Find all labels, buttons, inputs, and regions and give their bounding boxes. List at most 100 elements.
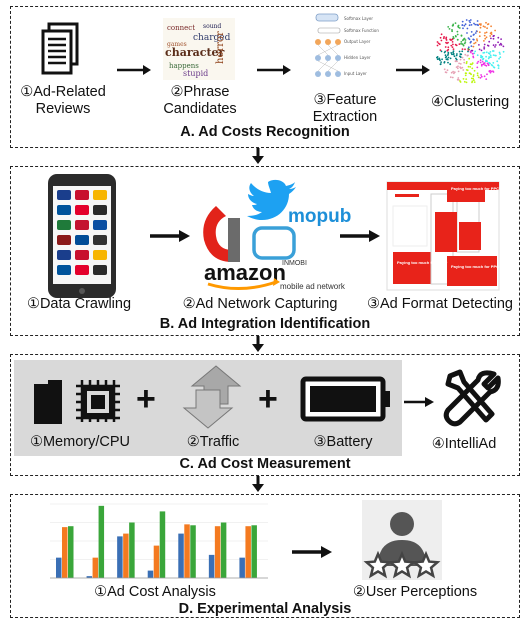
- cluster-dot: [476, 39, 479, 42]
- cluster-dot: [452, 70, 454, 73]
- cluster-dot: [486, 44, 489, 47]
- cluster-dot: [464, 41, 467, 43]
- cluster-dot: [475, 30, 478, 32]
- down-arrow-bc: [251, 336, 265, 352]
- app-icon: [57, 190, 71, 200]
- cluster-dot: [452, 50, 455, 52]
- nn-layer-label: Softmax Function: [344, 28, 379, 33]
- chart-bar: [208, 554, 215, 578]
- cluster-dot: [442, 37, 445, 40]
- app-icon: [75, 235, 89, 245]
- cluster-dot: [472, 45, 475, 48]
- cluster-dot: [443, 61, 446, 64]
- cluster-dot: [479, 61, 482, 64]
- cluster-dot: [474, 41, 477, 44]
- cluster-dot: [449, 63, 452, 65]
- cluster-dot: [447, 56, 450, 59]
- cluster-dot: [485, 36, 488, 39]
- cluster-dot: [486, 23, 489, 26]
- cluster-dot: [458, 50, 461, 53]
- cluster-dot: [497, 41, 499, 44]
- cluster-dot: [470, 24, 473, 26]
- cluster-dot: [477, 76, 480, 79]
- cluster-dot: [446, 54, 449, 56]
- cluster-dot: [445, 58, 448, 61]
- cluster-dot: [489, 32, 492, 35]
- cluster-dot: [461, 66, 464, 69]
- cluster-dot: [468, 57, 471, 60]
- cluster-dot: [437, 42, 440, 45]
- document-stack-icon: [40, 22, 80, 78]
- cluster-dot: [474, 50, 477, 53]
- cluster-dot: [478, 44, 480, 46]
- down-arrow-ab: [251, 148, 265, 164]
- twitter-bird-icon: [247, 179, 296, 220]
- chart-bar: [184, 524, 190, 578]
- cluster-dot: [494, 46, 496, 48]
- arrow-b1: [150, 229, 190, 243]
- chart-bar: [62, 527, 68, 578]
- cluster-dot: [476, 72, 479, 75]
- cluster-dot: [496, 60, 499, 63]
- cluster-dot: [457, 65, 459, 68]
- cluster-dot: [470, 45, 473, 47]
- arrow-a2: [257, 64, 291, 76]
- cluster-dot: [453, 72, 455, 75]
- cluster-dot: [494, 44, 497, 46]
- cluster-dot: [463, 61, 466, 64]
- cluster-dot: [449, 76, 452, 79]
- app-icon: [93, 205, 107, 215]
- cluster-dot: [483, 43, 486, 46]
- cluster-dot: [461, 20, 464, 23]
- cluster-dot: [497, 36, 500, 39]
- wordcloud-word: charged: [193, 33, 231, 43]
- cluster-dot: [457, 77, 460, 79]
- cluster-dot: [456, 67, 459, 70]
- cluster-dot: [485, 55, 487, 58]
- ad-formats-icon: Paying too much for PPC? Paying too much…: [385, 176, 503, 294]
- cluster-dot: [453, 55, 456, 58]
- cluster-dot: [439, 49, 442, 51]
- cluster-dot: [459, 55, 461, 58]
- chart-bar: [159, 511, 166, 578]
- cluster-dot: [456, 53, 458, 55]
- cluster-dot: [470, 77, 473, 80]
- cluster-dot: [488, 70, 491, 72]
- cluster-dot: [460, 34, 463, 37]
- cluster-dot: [472, 55, 475, 58]
- cluster-dot: [485, 31, 488, 34]
- cluster-dot: [492, 44, 495, 47]
- cluster-dot: [471, 49, 474, 52]
- cluster-dot: [464, 39, 467, 41]
- cluster-dot: [461, 48, 464, 50]
- cluster-dot: [457, 70, 460, 73]
- cluster-dot: [498, 44, 501, 46]
- cluster-dot: [436, 44, 439, 47]
- cluster-dot: [489, 71, 492, 74]
- section-c-title: C. Ad Cost Measurement: [179, 456, 351, 472]
- smartphone-apps-icon: [45, 172, 119, 300]
- cluster-dot: [455, 57, 457, 60]
- cluster-dot: [489, 35, 492, 37]
- cluster-dot: [466, 54, 469, 57]
- cluster-dot: [441, 58, 443, 61]
- cluster-dot: [452, 51, 454, 54]
- cluster-dot: [486, 27, 488, 30]
- wordcloud-word: stupid: [183, 69, 208, 78]
- cluster-dot: [469, 19, 472, 21]
- cluster-dot: [447, 61, 449, 64]
- arrow-d1: [292, 545, 332, 559]
- cluster-dot: [454, 60, 457, 62]
- battery-icon: [300, 376, 392, 422]
- cluster-dot: [482, 25, 485, 28]
- app-icon: [75, 205, 89, 215]
- cluster-dot: [462, 69, 465, 71]
- cluster-dot: [436, 41, 439, 43]
- cluster-dot: [498, 57, 500, 60]
- cluster-dot: [444, 46, 447, 48]
- cluster-dot: [452, 43, 454, 46]
- rating-star-icon: [363, 550, 393, 579]
- cluster-dot: [494, 29, 496, 32]
- cluster-dot: [494, 54, 496, 57]
